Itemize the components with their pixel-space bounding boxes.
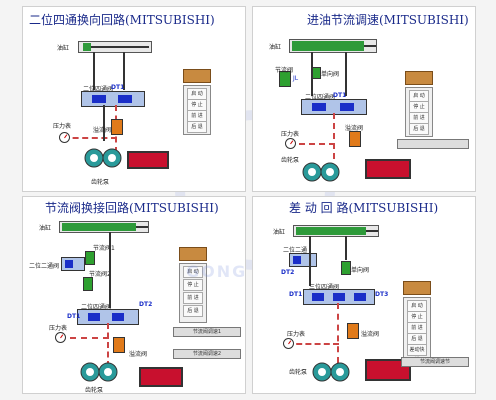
- valve-label: 二位四通阀: [81, 304, 112, 311]
- two-way-valve[interactable]: [61, 257, 85, 271]
- valve-code-1-label: DT1: [289, 291, 303, 298]
- pump-label: 齿轮泵: [289, 369, 308, 376]
- gauge-label: 压力表: [281, 131, 300, 138]
- panel-title: 二位四通换向回路(MITSUBISHI): [29, 13, 215, 27]
- relief-valve-icon[interactable]: [111, 119, 123, 135]
- panel-title: 节流阀换接回路(MITSUBISHI): [45, 201, 219, 215]
- gear-pump-icon: [302, 162, 340, 182]
- throttle2-label: 节流阀2: [89, 271, 111, 278]
- throttle-speed-slider[interactable]: 节流阀调速节: [401, 357, 469, 367]
- panel-throttle-switching: 节流阀换接回路(MITSUBISHI) 油缸 节流阀1 二位二通阀 节流阀2 二…: [22, 196, 246, 394]
- three-position-valve[interactable]: [303, 289, 375, 305]
- differential-fast-button[interactable]: 差动快进: [407, 344, 427, 363]
- control-panel: 启 动 停 止 前 进 后 退 差动快进: [403, 297, 431, 363]
- relief-label: 溢流阀: [345, 125, 364, 132]
- relief-valve-icon[interactable]: [349, 131, 361, 147]
- hydraulic-cylinder: [59, 221, 149, 233]
- cylinder-label: 油缸: [57, 45, 70, 52]
- cylinder-label: 油缸: [269, 44, 282, 51]
- panel-title: 进油节流调速(MITSUBISHI): [307, 13, 469, 27]
- gauge-label: 压力表: [287, 331, 306, 338]
- throttle-speed-2-slider[interactable]: 节流阀调速2: [173, 349, 241, 359]
- speed-slider[interactable]: [397, 139, 469, 149]
- control-panel: 启 动 停 止 前 进 后 退: [405, 87, 433, 137]
- cylinder-label: 油缸: [273, 229, 286, 236]
- relief-label: 溢流阀: [93, 127, 112, 134]
- hydraulic-cylinder: [78, 41, 152, 53]
- throttle-valve-1-icon[interactable]: [85, 251, 95, 265]
- panel-inlet-throttle: 进油节流调速(MITSUBISHI) 油缸 节流阀 JL 单向阀 二位四通阀 D…: [252, 6, 476, 192]
- gear-pump-icon: [80, 362, 118, 382]
- oil-tank: [365, 359, 411, 381]
- check-label: 单向阀: [351, 267, 370, 274]
- check-label: 单向阀: [321, 71, 340, 78]
- forward-button[interactable]: 前 进: [183, 292, 203, 304]
- panel-directional-circuit: 二位四通换向回路(MITSUBISHI) 油缸 二位四通阀 DT1 压力表 溢流…: [22, 6, 246, 192]
- control-panel: 启 动 停 止 前 进 后 退: [183, 85, 211, 135]
- two-way-valve[interactable]: [289, 253, 317, 267]
- backward-button[interactable]: 后 退: [187, 121, 207, 133]
- hydraulic-cylinder: [289, 39, 377, 53]
- two-way-valve-label: 二位二通阀: [29, 263, 60, 270]
- valve-code-1-label: DT1: [67, 313, 81, 320]
- backward-button[interactable]: 后 退: [409, 123, 429, 135]
- valve-code-label: DT1: [111, 84, 125, 91]
- gauge-label: 压力表: [49, 325, 68, 332]
- relief-valve-icon[interactable]: [347, 323, 359, 339]
- pressure-gauge-icon: [59, 132, 70, 143]
- valve-code-2-label: DT2: [139, 301, 153, 308]
- backward-button[interactable]: 后 退: [183, 305, 203, 317]
- watermark-text: GONG: [186, 262, 248, 281]
- oil-tank: [365, 159, 411, 179]
- throttle-valve-icon[interactable]: [279, 71, 291, 87]
- throttle-code-label: JL: [293, 75, 299, 82]
- relief-label: 溢流阀: [129, 351, 148, 358]
- stop-button[interactable]: 停 止: [183, 279, 203, 291]
- gear-pump-icon: [84, 148, 122, 168]
- gear-pump-icon: [312, 362, 350, 382]
- control-header: [403, 281, 431, 295]
- pressure-gauge-icon: [285, 138, 296, 149]
- hydraulic-cylinder: [293, 225, 379, 237]
- pump-label: 齿轮泵: [85, 387, 104, 394]
- gauge-label: 压力表: [53, 123, 72, 130]
- control-panel: 启 动 停 止 前 进 后 退: [179, 263, 207, 323]
- valve-label: 二位四通阀: [83, 86, 114, 93]
- control-header: [179, 247, 207, 261]
- valve-label: 二位四通阀: [305, 94, 336, 101]
- start-button[interactable]: 启 动: [409, 90, 429, 102]
- relief-label: 溢流阀: [361, 331, 380, 338]
- oil-tank: [139, 367, 183, 387]
- throttle-speed-1-slider[interactable]: 节流阀调速1: [173, 327, 241, 337]
- check-valve-icon: [341, 261, 351, 275]
- pump-label: 齿轮泵: [281, 157, 300, 164]
- panel-differential-circuit: 差 动 回 路(MITSUBISHI) 油缸 二位二通 DT2 单向阀 三位四通…: [252, 196, 476, 394]
- throttle-valve-2-icon[interactable]: [83, 277, 93, 291]
- control-header: [183, 69, 211, 83]
- directional-valve[interactable]: [81, 91, 145, 107]
- pressure-gauge-icon: [283, 338, 294, 349]
- oil-tank: [127, 151, 169, 169]
- start-button[interactable]: 启 动: [183, 266, 203, 278]
- valve-label: 三位四通阀: [309, 284, 340, 291]
- cylinder-label: 油缸: [39, 225, 52, 232]
- pressure-gauge-icon: [55, 332, 66, 343]
- valve-code-3-label: DT3: [375, 291, 389, 298]
- valve-code-label: DT1: [333, 92, 347, 99]
- two-way-valve-label: 二位二通: [283, 247, 308, 254]
- throttle-label: 节流阀: [275, 67, 294, 74]
- throttle1-label: 节流阀1: [93, 245, 115, 252]
- pump-label: 齿轮泵: [91, 179, 110, 186]
- control-header: [405, 71, 433, 85]
- panel-title: 差 动 回 路(MITSUBISHI): [289, 201, 439, 215]
- valve-code-2-label: DT2: [281, 269, 295, 276]
- relief-valve-icon[interactable]: [113, 337, 125, 353]
